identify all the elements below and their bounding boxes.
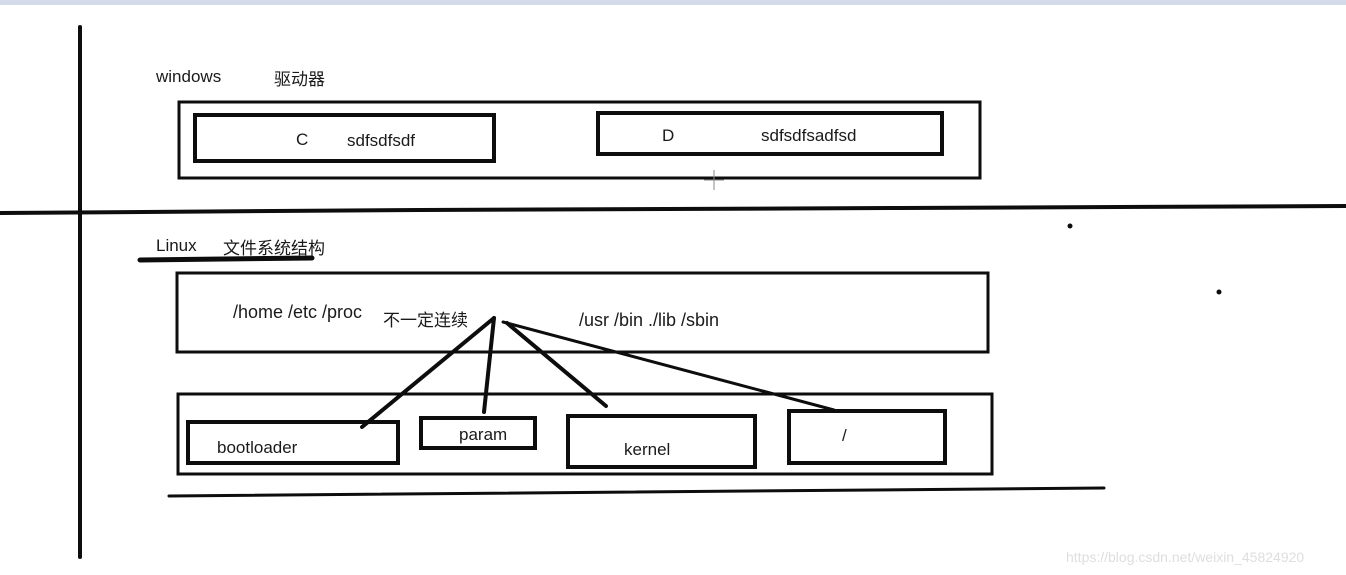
partition-bootloader-label: bootloader bbox=[217, 438, 298, 457]
partition-kernel-label: kernel bbox=[624, 440, 671, 459]
drive-label: 驱动器 bbox=[274, 70, 325, 89]
drive-c-letter: C bbox=[296, 130, 309, 149]
bottom-underline bbox=[167, 486, 1106, 498]
dirs-right-text: /usr /bin ./lib /sbin bbox=[579, 310, 720, 330]
dirs-left-text: /home /etc /proc bbox=[233, 302, 363, 322]
link-line-param bbox=[482, 316, 496, 414]
linux-dir-box bbox=[175, 271, 990, 354]
stray-dot bbox=[1067, 223, 1073, 229]
drive-d-letter: D bbox=[662, 126, 675, 145]
drive-c-box bbox=[193, 113, 496, 163]
drive-c-content: sdfsdfsdf bbox=[347, 131, 416, 150]
partition-bootloader-box bbox=[186, 420, 400, 465]
partition-kernel-box bbox=[566, 414, 757, 469]
linux-underline bbox=[137, 255, 315, 263]
linux-label: Linux bbox=[156, 236, 197, 255]
windows-label: windows bbox=[156, 67, 222, 86]
link-line-bootloader bbox=[360, 316, 496, 429]
horizontal-divider-line bbox=[0, 204, 1346, 215]
partition-root-box bbox=[787, 409, 947, 465]
partition-root-label: / bbox=[842, 426, 847, 445]
partition-outer-box bbox=[176, 392, 994, 476]
fs-structure-label: 文件系统结构 bbox=[223, 239, 325, 258]
link-line-root bbox=[501, 320, 836, 412]
drive-d-box bbox=[596, 111, 944, 156]
partition-param-label: param bbox=[459, 425, 508, 444]
link-line-kernel bbox=[505, 321, 608, 408]
partition-param-box bbox=[419, 416, 537, 450]
top-border bbox=[0, 0, 1346, 5]
drive-d-content: sdfsdfsadfsd bbox=[761, 126, 857, 145]
windows-drive-box bbox=[177, 100, 982, 180]
watermark: https://blog.csdn.net/weixin_45824920 bbox=[1066, 549, 1305, 565]
stray-dot bbox=[1216, 289, 1222, 295]
cursor-crosshair-icon bbox=[704, 170, 724, 190]
not-contiguous-note: 不一定连续 bbox=[383, 311, 468, 330]
